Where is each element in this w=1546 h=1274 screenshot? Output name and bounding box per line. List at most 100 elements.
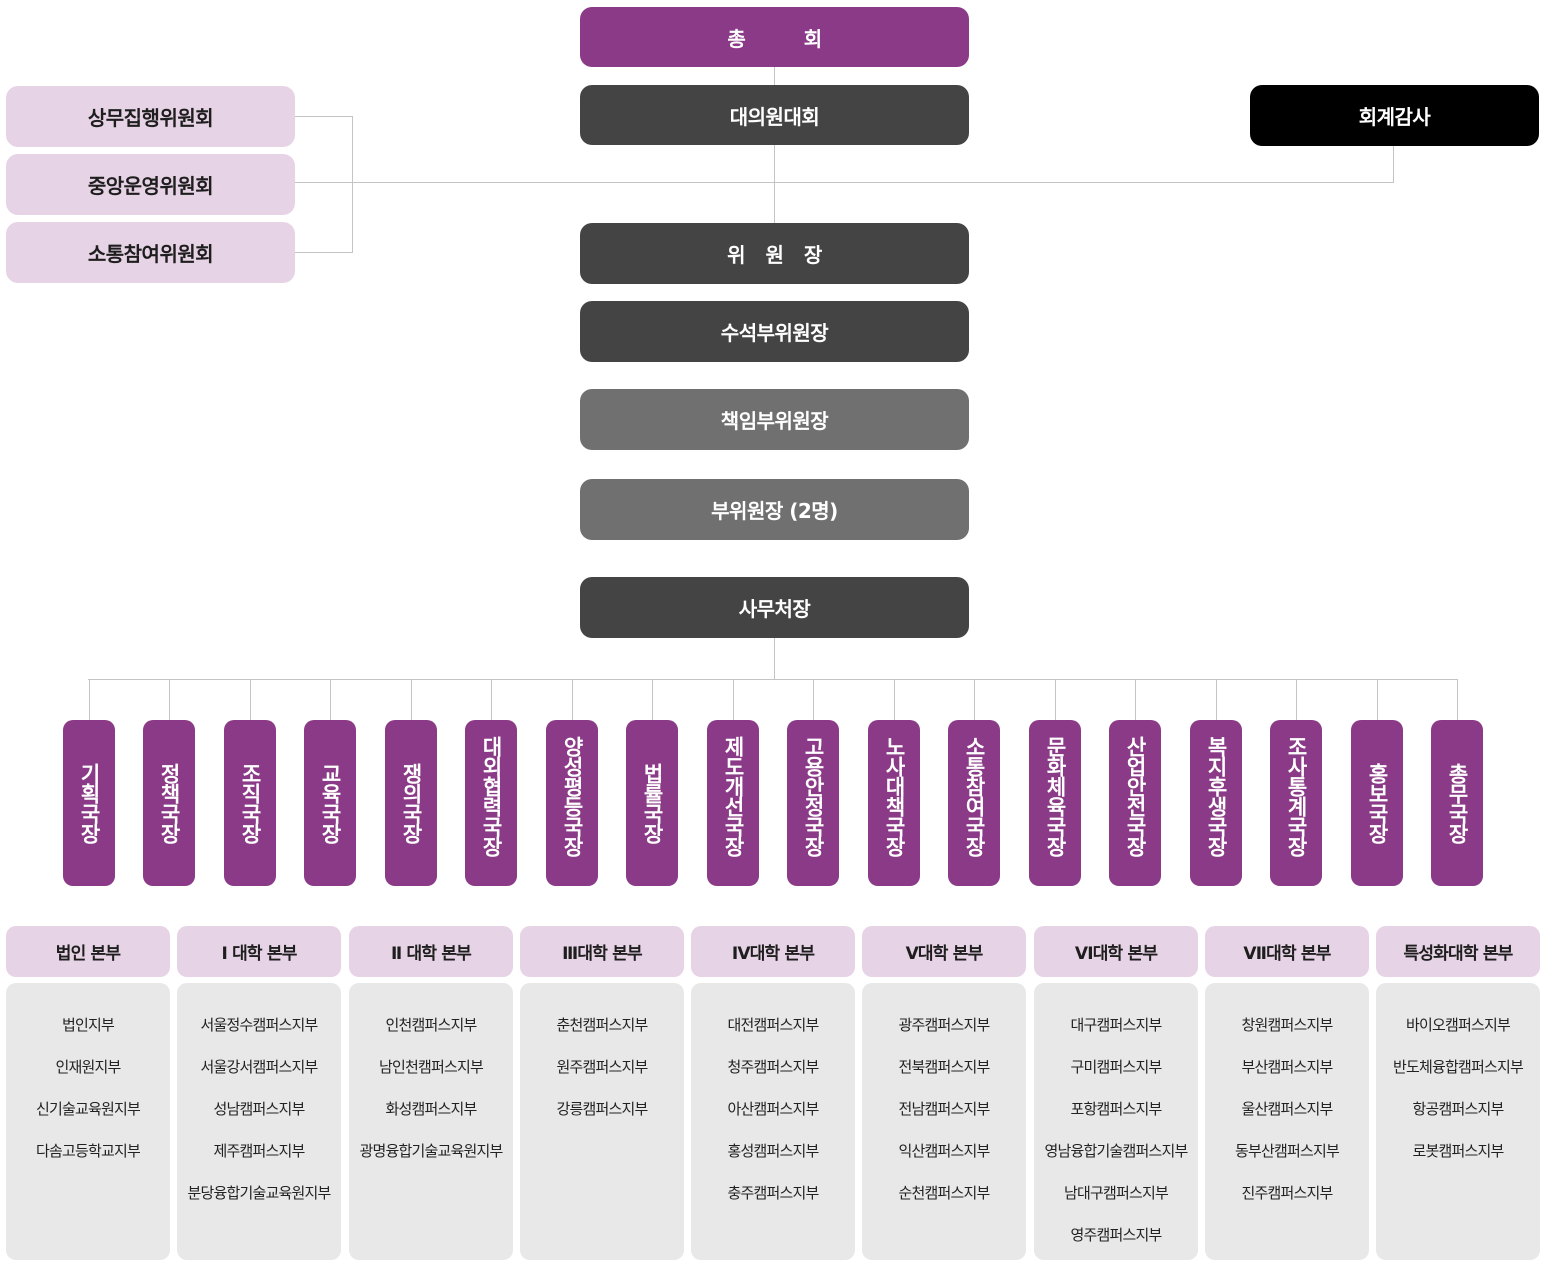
connector-department-stub [1135,679,1136,721]
connector-department-stub [89,679,90,721]
department-label: 산업안전국장 [1123,736,1148,856]
department-label: 고용안정국장 [801,736,826,856]
branch-item: 반도체융합캠퍼스지부 [1392,1057,1524,1076]
committee-label: 소통참여위원회 [87,242,214,266]
branch-item: 익산캠퍼스지부 [898,1141,990,1160]
department-label: 법률국장 [640,763,665,843]
branch-item: 인천캠퍼스지부 [385,1015,477,1034]
connector-department-stub [1055,679,1056,721]
department-box: 양성평등국장 [546,720,598,886]
connector-department-stub [1457,679,1458,721]
connector-departments-horizontal [88,679,1458,680]
branch-item: 창원캠퍼스지부 [1241,1015,1333,1034]
branch-item: 구미캠퍼스지부 [1070,1057,1162,1076]
branch-item: 충주캠퍼스지부 [727,1183,819,1202]
connector-department-stub [1216,679,1217,721]
department-box: 소통참여국장 [948,720,1000,886]
connector-department-stub [491,679,492,721]
department-label: 양성평등국장 [560,736,585,856]
connector-department-stub [813,679,814,721]
secretary-general-box: 사무처장 [580,577,969,638]
connector-department-stub [330,679,331,721]
headquarters-title: 특성화대학 본부 [1376,926,1540,977]
department-label: 기획국장 [77,763,102,843]
department-box: 홍보국장 [1351,720,1403,886]
department-box: 고용안정국장 [787,720,839,886]
branch-item: 광주캠퍼스지부 [898,1015,990,1034]
branch-item: 아산캠퍼스지부 [727,1099,819,1118]
senior-vice-box: 수석부위원장 [580,301,969,362]
department-label: 정책국장 [157,763,182,843]
connector-department-stub [169,679,170,721]
connector-committee-bracket-vertical [352,116,353,253]
branch-item: 다솜고등학교지부 [35,1141,141,1160]
branch-item: 전남캠퍼스지부 [898,1099,990,1118]
branch-item: 제주캠퍼스지부 [213,1141,305,1160]
connector-department-stub [250,679,251,721]
department-box: 제도개선국장 [707,720,759,886]
branch-item: 청주캠퍼스지부 [727,1057,819,1076]
branch-item: 전북캠퍼스지부 [898,1057,990,1076]
connector-committee-bracket-bottom [294,252,353,253]
chair-label: 위 원 장 [727,243,822,267]
connector-secretary-vertical [774,637,775,679]
department-label: 홍보국장 [1365,763,1390,843]
department-label: 조직국장 [238,763,263,843]
connector-committee-horizontal [294,182,1394,183]
headquarters-title: Ⅵ대학 본부 [1034,926,1198,977]
department-box: 복지후생국장 [1190,720,1242,886]
department-label: 교육국장 [318,763,343,843]
branch-item: 성남캠퍼스지부 [213,1099,305,1118]
branch-item: 법인지부 [61,1015,115,1034]
department-box: 노사대책국장 [868,720,920,886]
headquarters-title: Ⅶ대학 본부 [1205,926,1369,977]
branch-item: 대전캠퍼스지부 [727,1015,819,1034]
audit-box: 회계감사 [1250,85,1539,146]
headquarters-title: Ⅲ대학 본부 [520,926,684,977]
headquarters-title: Ⅴ대학 본부 [862,926,1026,977]
connector-department-stub [652,679,653,721]
headquarters-title: Ⅱ 대학 본부 [349,926,513,977]
branch-item: 남인천캠퍼스지부 [378,1057,484,1076]
department-label: 조사통계국장 [1284,736,1309,856]
branch-item: 영남융합기술캠퍼스지부 [1044,1141,1188,1160]
branch-item: 영주캠퍼스지부 [1070,1225,1162,1244]
committee-label: 상무집행위원회 [87,106,214,130]
department-box: 쟁의국장 [385,720,437,886]
branch-item: 서울강서캠퍼스지부 [200,1057,318,1076]
connector-department-stub [894,679,895,721]
branch-item: 남대구캠퍼스지부 [1063,1183,1169,1202]
connector-department-stub [572,679,573,721]
vice-box: 부위원장 (2명) [580,479,969,540]
audit-label: 회계감사 [1358,105,1431,129]
branch-item: 항공캠퍼스지부 [1412,1099,1504,1118]
committee-label: 중앙운영위원회 [87,174,214,198]
department-box: 문화체육국장 [1029,720,1081,886]
connector-top-vertical [774,66,775,227]
branch-item: 순천캠퍼스지부 [898,1183,990,1202]
committee-box: 상무집행위원회 [6,86,295,147]
vice-label: 부위원장 (2명) [711,499,838,523]
branch-item: 서울정수캠퍼스지부 [200,1015,318,1034]
department-label: 노사대책국장 [882,736,907,856]
department-label: 총무국장 [1445,763,1470,843]
connector-department-stub [411,679,412,721]
executive-vice-box: 책임부위원장 [580,389,969,450]
branch-item: 신기술교육원지부 [35,1099,141,1118]
department-label: 대외협력국장 [479,736,504,856]
department-label: 제도개선국장 [721,736,746,856]
branch-item: 인재원지부 [55,1057,121,1076]
